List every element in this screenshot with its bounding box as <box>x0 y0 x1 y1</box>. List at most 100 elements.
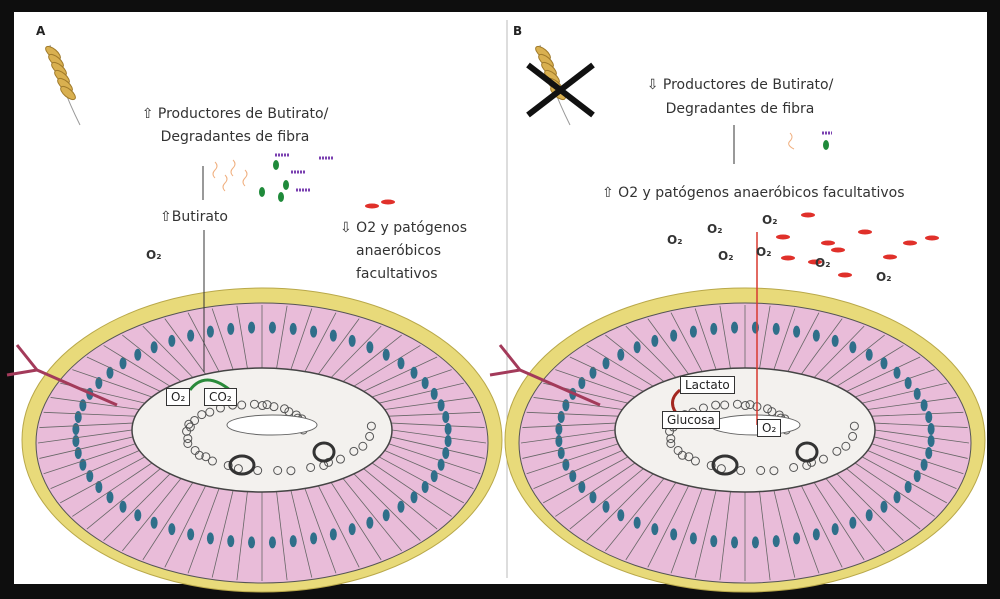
panel-a-nucleus <box>187 329 195 342</box>
panel-b-o2-label: O₂ <box>762 213 778 227</box>
panel-b-o2-label: O₂ <box>667 233 683 247</box>
panel-b-neuron <box>489 344 601 407</box>
panel-a-nucleus <box>72 422 80 435</box>
panel-a-nucleus <box>227 535 235 548</box>
panel-a-cell-border <box>37 429 133 444</box>
panel-b-nucleus <box>751 536 759 549</box>
panel-a-nucleus <box>382 348 390 361</box>
panel-b-o2-label: O₂ <box>876 270 892 284</box>
panel-a-nucleus <box>437 399 445 412</box>
panel-b-nucleus <box>904 376 912 389</box>
panel-a-cell-border <box>187 488 220 574</box>
panel-b-nucleus <box>602 357 610 370</box>
panel-b-pathogen <box>831 247 845 253</box>
panel-b-o2-label: O₂ <box>707 222 723 236</box>
panel-b-cell-border <box>867 397 957 410</box>
panel-b-cell <box>769 466 779 476</box>
panel-b-nucleus <box>731 536 739 549</box>
panel-b-nucleus <box>555 422 563 435</box>
panel-a-cell-border <box>276 305 288 369</box>
panel-b-pathogen <box>781 255 795 261</box>
panel-b-cell <box>666 434 676 444</box>
panel-b-pathogen <box>821 240 835 246</box>
panel-b-nucleus <box>772 535 780 548</box>
panel-b-nucleus <box>927 422 935 435</box>
panel-a-cell-border <box>353 345 421 387</box>
panel-a-nucleus <box>444 422 452 435</box>
panel-b-cell-border <box>694 490 717 578</box>
panel-a-cell-border <box>388 443 481 475</box>
panel-b-lumen <box>709 414 801 436</box>
panel-b-cell-border <box>874 429 970 444</box>
panel-a-cell <box>197 410 207 420</box>
panel-b-cell <box>832 446 842 456</box>
panel-b-nucleus <box>913 387 921 400</box>
panel-b-nucleus <box>831 334 839 347</box>
panel-a-cell <box>366 421 376 431</box>
panel-a-cell-border <box>318 318 360 375</box>
panel-a-o2-box: O₂ <box>166 388 191 406</box>
panel-a-nucleus <box>437 458 445 471</box>
panel-a-nucleus <box>248 321 256 334</box>
panel-b-cell-border <box>542 456 629 504</box>
panel-b-label: B <box>513 24 523 38</box>
panel-a-cell-border <box>122 478 182 552</box>
panel-b-o2-label: O₂ <box>756 245 772 259</box>
panel-b-cell-border <box>555 462 636 517</box>
panel-b-cell <box>756 465 766 475</box>
panel-a-producers-line1: ⇧ Productores de Butirato/ <box>141 106 329 122</box>
panel-b-cell <box>711 400 721 410</box>
panel-b-cell-border <box>625 325 677 378</box>
panel-a-cell <box>335 454 345 464</box>
panel-a-cell-border <box>391 429 487 444</box>
panel-b-o2-pathogens: ⇧ O2 y patógenos anaeróbicos facultativo… <box>602 185 905 201</box>
panel-a-pathogen <box>365 203 379 209</box>
panel-a-cell-border <box>142 325 194 378</box>
panel-b-pathogen <box>838 272 852 278</box>
panel-b-cell <box>673 445 683 455</box>
panel-a-nucleus <box>134 509 142 522</box>
panel-b-cell <box>684 452 694 462</box>
panel-b-cell-border <box>647 485 689 568</box>
panel-b-fiber-bacterium <box>788 132 795 150</box>
panel-a-cell-border <box>371 369 452 398</box>
panel-a-nucleus <box>206 325 214 338</box>
panel-a-nucleus <box>268 321 276 334</box>
panel-a-vessel <box>312 441 336 463</box>
panel-a-nucleus <box>248 536 256 549</box>
panel-a-cell-border <box>103 473 171 541</box>
panel-a-cell-border <box>86 356 161 392</box>
panel-b-producers-line2: Degradantes de fibra <box>665 101 815 117</box>
panel-b-cell <box>848 431 858 441</box>
panel-b-o2-box: O₂ <box>757 419 782 437</box>
panel-a-fiber-bacterium <box>242 169 248 187</box>
panel-b-cell-border <box>647 318 689 375</box>
panel-a-nucleus <box>74 410 82 423</box>
panel-b-nucleus <box>557 410 565 423</box>
panel-b-green-bacterium <box>823 140 829 150</box>
panel-a-nucleus <box>106 491 114 504</box>
panel-a-cell-border <box>342 334 402 382</box>
panel-a-cell-border <box>86 468 161 530</box>
panel-b-nucleus <box>920 458 928 471</box>
panel-a-cell <box>253 466 263 476</box>
panel-a-cell <box>190 445 200 455</box>
panel-b-nucleus <box>731 321 739 334</box>
panel-a-producers-line2: Degradantes de fibra <box>160 129 310 145</box>
panel-a-o2-pathogens-3: facultativos <box>356 266 438 282</box>
panel-a-cell-border <box>384 450 474 489</box>
panel-b-cell-border <box>846 468 921 530</box>
panel-a-nucleus <box>410 366 418 379</box>
panel-b-nucleus <box>670 528 678 541</box>
panel-b-glucosa-box: Glucosa <box>662 411 720 429</box>
panel-a-fiber-bacterium <box>230 159 236 177</box>
panel-a-cell-border <box>379 382 464 404</box>
panel-b-o2-label: O₂ <box>718 249 734 263</box>
panel-a-nucleus <box>168 523 176 536</box>
panel-b-cell-border <box>759 491 771 581</box>
panel-a-co2-box: CO₂ <box>204 388 237 406</box>
panel-b-cell-border <box>694 308 717 370</box>
panel-a-cell-border <box>304 488 337 574</box>
panel-b-nucleus <box>920 399 928 412</box>
panel-b-cell-border <box>586 473 654 541</box>
